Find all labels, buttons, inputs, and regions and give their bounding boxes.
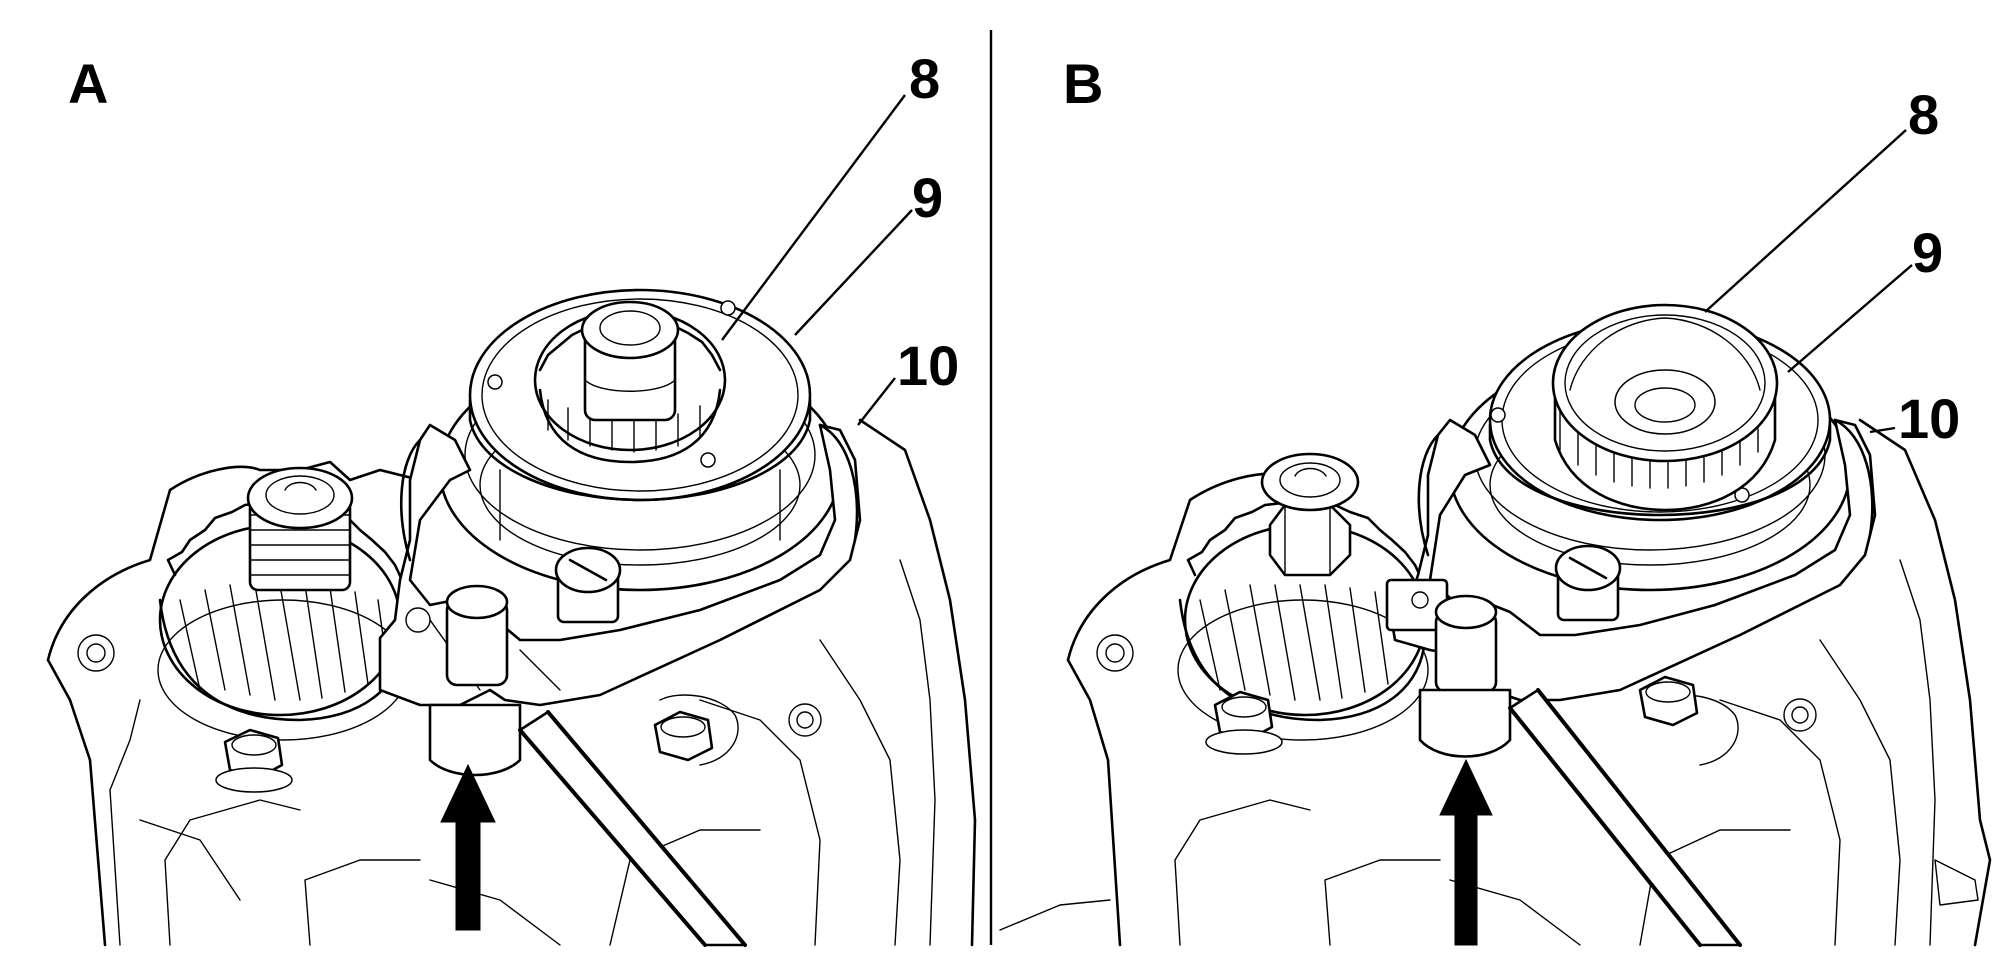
panel-b-screwdriver <box>1508 688 1742 947</box>
panel-b-housing <box>999 418 1992 947</box>
panel-b-callout-9-label: 9 <box>1912 221 1943 284</box>
panel-a-fork-tool <box>378 423 862 777</box>
panel-b-bolt-middle <box>1638 675 1699 727</box>
panel-b-helical-gear <box>1177 452 1429 741</box>
panel-a-callout-10-leader <box>857 377 896 426</box>
panel-a-callout-8-label: 8 <box>909 47 940 110</box>
panel-b-callout-9-leader <box>1787 264 1913 373</box>
panel-b: B <box>999 52 1992 947</box>
panel-a-synchro-gear <box>533 300 727 464</box>
panel-b-callout-8-leader <box>1704 129 1907 313</box>
panel-b-fork-tool <box>1385 418 1877 758</box>
panel-b-callout-8-label: 8 <box>1908 83 1939 146</box>
panel-a-helical-gear <box>157 466 409 741</box>
panel-a-bolt-left <box>215 728 293 793</box>
panel-a-callout-8-leader <box>721 94 906 341</box>
panel-a-screwdriver <box>518 710 747 947</box>
panel-b-letter: B <box>1063 52 1103 115</box>
panel-b-bolt-left <box>1205 690 1283 755</box>
panel-b-callout-10-leader <box>1869 426 1896 434</box>
panel-a-callout-9-leader <box>794 209 913 336</box>
panel-a: A <box>46 47 977 947</box>
panel-a-housing <box>46 418 977 947</box>
panel-a-letter: A <box>68 52 108 115</box>
panel-a-arrow <box>440 763 496 931</box>
panel-b-callout-10-label: 10 <box>1898 387 1960 450</box>
panel-a-callout-10-label: 10 <box>897 334 959 397</box>
panel-a-callout-9-label: 9 <box>912 166 943 229</box>
panel-a-bolt-middle <box>653 710 714 762</box>
panel-b-synchro-gear <box>1551 303 1779 512</box>
panel-b-arrow <box>1439 758 1493 946</box>
